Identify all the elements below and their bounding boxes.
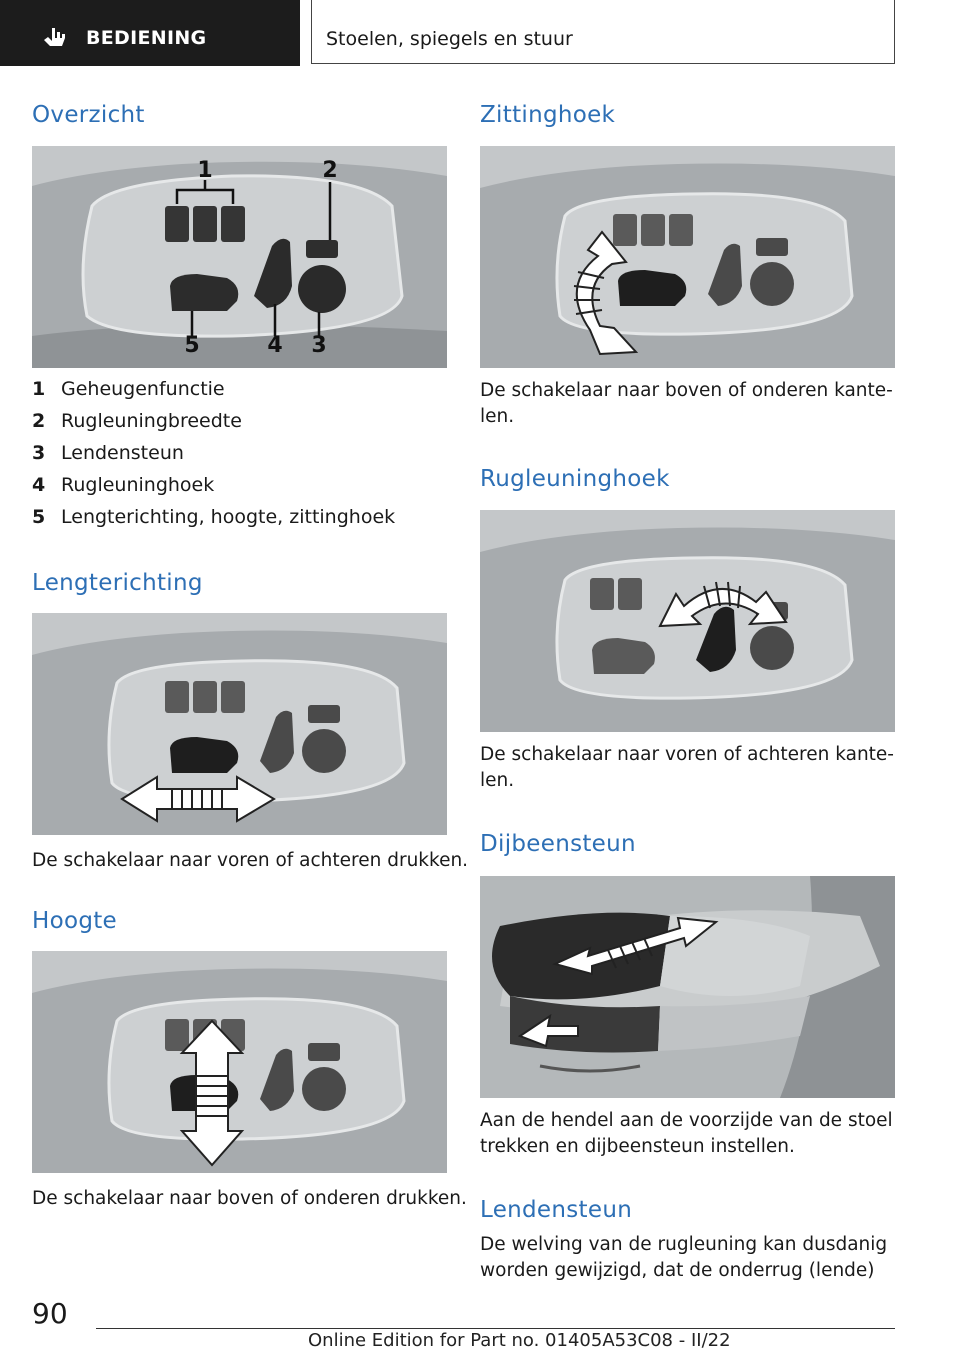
lendensteun-text: De welving van de rugleuning kan dusdani… [480,1234,888,1281]
seat-controls-overview-image: 1 2 3 4 5 [32,146,447,368]
seat-height-image [32,951,447,1173]
callout-5: 5 [184,333,199,358]
section-label: BEDIENING [86,27,207,49]
rugleuninghoek-text: De schakelaar naar voren of achteren kan… [480,744,894,791]
callout-2: 2 [322,158,337,183]
hoogte-text: De schakelaar naar boven of onderen druk… [32,1188,467,1209]
seat-backrest-image [480,510,895,732]
heading-zittinghoek: Zittinghoek [480,102,616,128]
heading-hoogte: Hoogte [32,908,118,934]
seat-thigh-support-image [480,876,895,1098]
heading-dijbeensteun: Dijbeensteun [480,831,636,857]
dijbeensteun-text: Aan de hendel aan de voorzijde van de st… [480,1110,893,1157]
heading-lengterichting: Lengterichting [32,570,203,596]
topic-label: Stoelen, spiegels en stuur [326,28,573,50]
page-number: 90 [32,1297,68,1330]
zittinghoek-text: De schakelaar naar boven of onderen kant… [480,380,893,427]
callout-4: 4 [267,333,282,358]
heading-rugleuninghoek: Rugleuninghoek [480,466,670,492]
footer-divider [96,1328,895,1329]
lengterichting-text: De schakelaar naar voren of achteren dru… [32,850,469,871]
heading-overzicht: Overzicht [32,102,145,128]
hand-pointer-icon [44,28,65,46]
seat-tilt-image [480,146,895,368]
edition-footer: Online Edition for Part no. 01405A53C08 … [308,1330,731,1351]
topic-tab: Stoelen, spiegels en stuur [311,0,895,64]
heading-lendensteun: Lendensteun [480,1197,633,1223]
callout-3: 3 [311,333,326,358]
callout-1: 1 [197,158,212,183]
section-tab: BEDIENING [0,0,300,66]
seat-fore-aft-image [32,613,447,835]
